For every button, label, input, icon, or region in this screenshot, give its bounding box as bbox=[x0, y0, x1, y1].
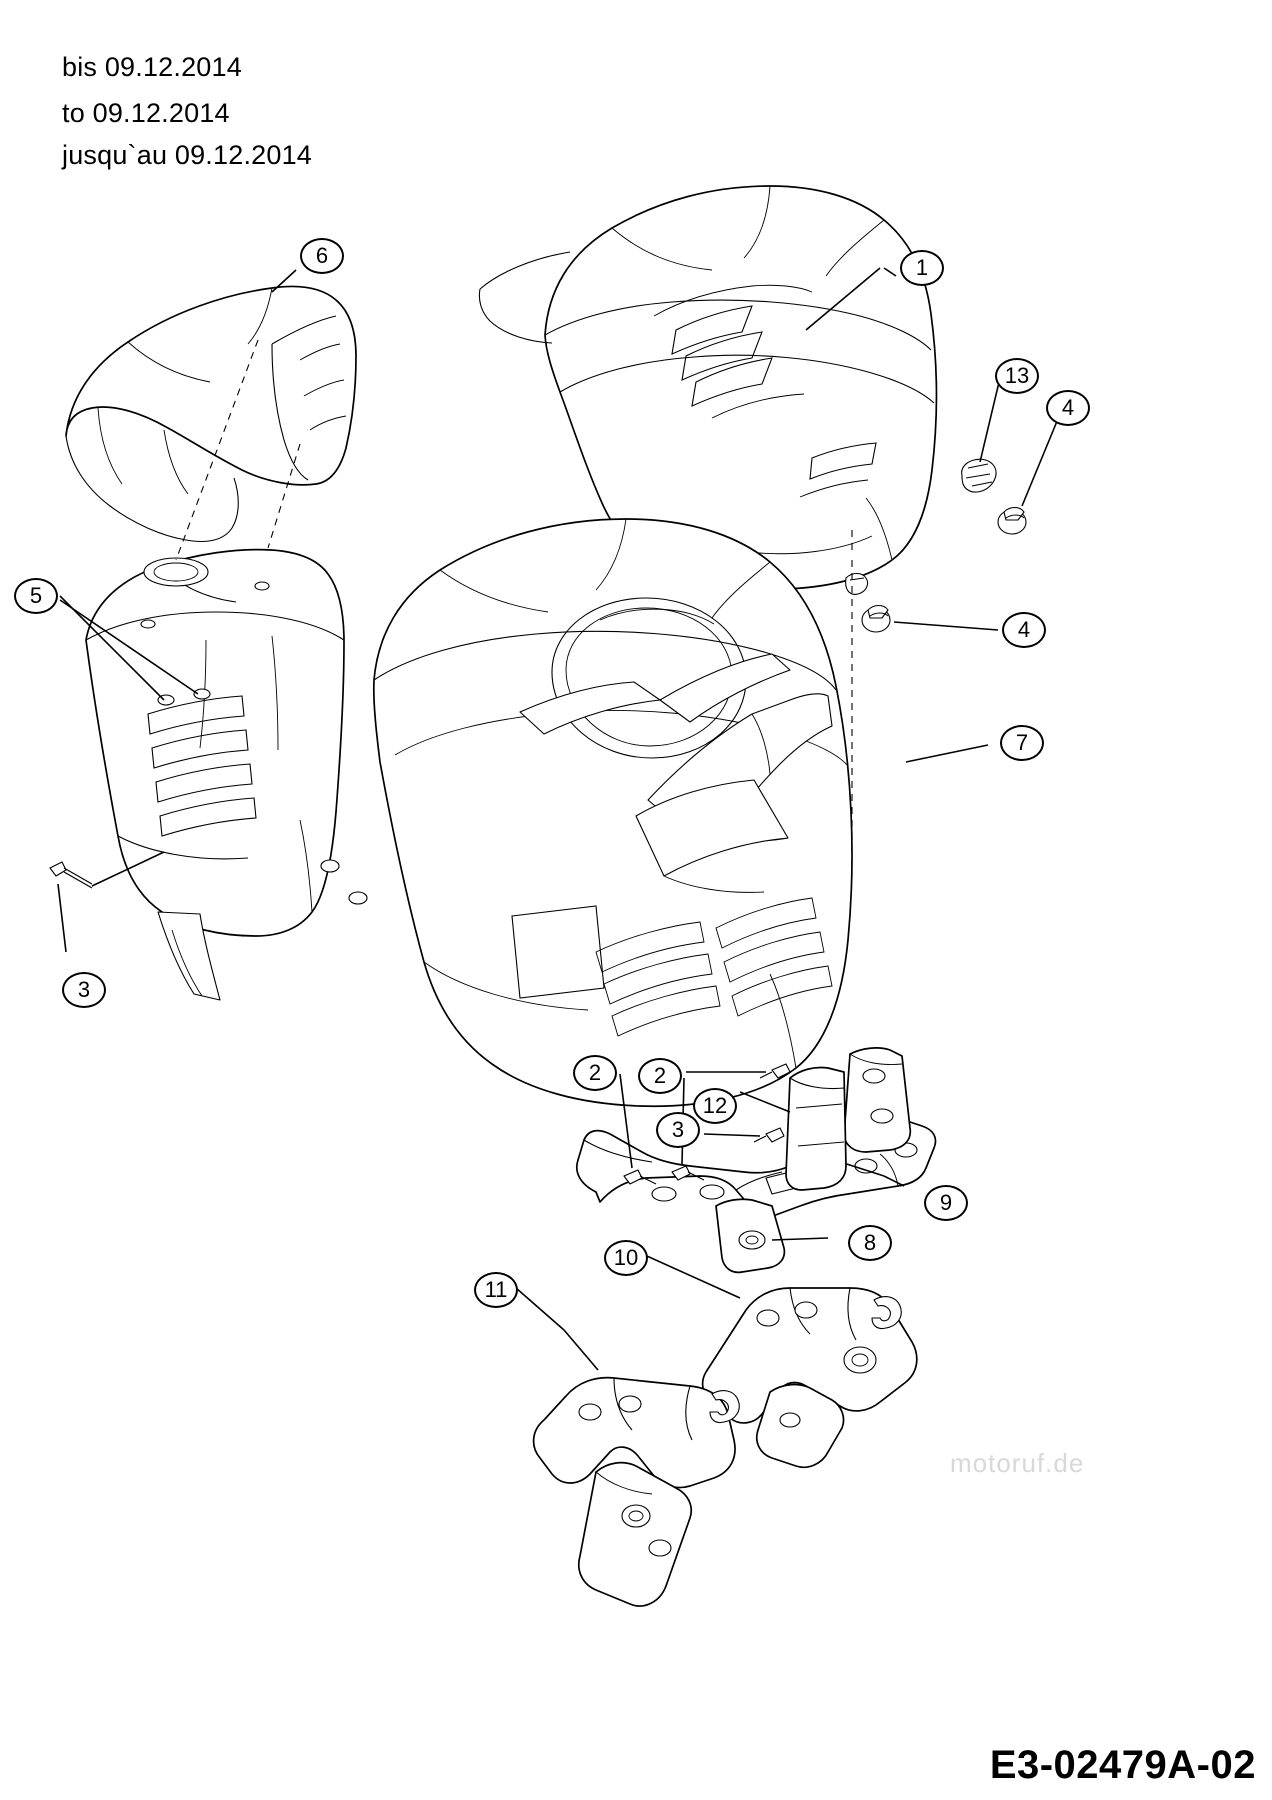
watermark-text: motoruf.de bbox=[950, 1448, 1085, 1478]
part-13-clip bbox=[961, 377, 1001, 493]
part-4-plug-mid bbox=[845, 560, 999, 878]
callout-6[interactable]: 6 bbox=[300, 238, 344, 274]
callout-5[interactable]: 5 bbox=[14, 578, 58, 614]
document-code: E3-02479A-02 bbox=[989, 1743, 1256, 1787]
callout-2-left[interactable]: 2 bbox=[573, 1055, 617, 1091]
callout-10[interactable]: 10 bbox=[604, 1240, 648, 1276]
part-3-screw-left bbox=[49, 851, 165, 953]
part-1-hood-top bbox=[478, 185, 938, 590]
callout-9[interactable]: 9 bbox=[924, 1185, 968, 1221]
watermark: motoruf.de bbox=[950, 1448, 1084, 1479]
header-line-en: to 09.12.2014 bbox=[62, 98, 230, 128]
callout-11[interactable]: 11 bbox=[474, 1272, 518, 1308]
part-7-hood-lower bbox=[372, 518, 989, 1108]
callout-3-left[interactable]: 3 bbox=[62, 972, 106, 1008]
part-4-plug-upper bbox=[997, 413, 1061, 535]
header-line-de: bis 09.12.2014 bbox=[62, 52, 242, 82]
callout-8[interactable]: 8 bbox=[848, 1225, 892, 1261]
callout-7[interactable]: 7 bbox=[1000, 725, 1044, 761]
part-2-3-screws-right bbox=[686, 1063, 791, 1143]
callout-12[interactable]: 12 bbox=[693, 1088, 737, 1124]
header-line-fr: jusqu`au 09.12.2014 bbox=[62, 140, 313, 170]
callout-1[interactable]: 1 bbox=[900, 250, 944, 286]
callout-13[interactable]: 13 bbox=[995, 358, 1039, 394]
callout-4-mid[interactable]: 4 bbox=[1002, 612, 1046, 648]
callout-4-upper[interactable]: 4 bbox=[1046, 390, 1090, 426]
callout-2-right[interactable]: 2 bbox=[638, 1058, 682, 1094]
part-12-bracket bbox=[739, 1066, 847, 1191]
part-11-hinge-left bbox=[515, 1287, 740, 1607]
part-6-rear-cover bbox=[65, 269, 357, 543]
callout-3-right[interactable]: 3 bbox=[656, 1112, 700, 1148]
part-5-dash-panel bbox=[59, 339, 368, 1001]
